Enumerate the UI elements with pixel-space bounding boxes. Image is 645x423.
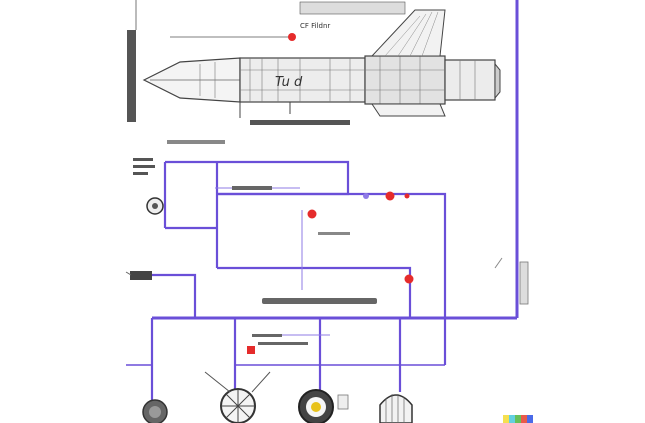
wiring	[126, 160, 517, 404]
rocket-node	[288, 33, 296, 41]
inner-bar	[262, 298, 377, 304]
pipe-bar	[167, 140, 225, 144]
gauge-icon	[146, 197, 164, 215]
red-nodes	[247, 191, 414, 354]
marker-leaf	[494, 257, 503, 269]
dial-icon	[142, 399, 168, 423]
rocket-icon	[142, 9, 501, 125]
left-frame-bar	[127, 30, 136, 122]
fan-icon	[204, 371, 271, 423]
color-swatches	[503, 415, 533, 423]
title-block	[299, 1, 406, 15]
meter-icon	[298, 389, 349, 423]
arrow-mark	[125, 271, 132, 276]
right-connector	[519, 261, 529, 305]
cage-icon	[379, 394, 413, 423]
top-banner-label: CF Fildnr	[300, 22, 330, 30]
text-blocks	[130, 158, 350, 345]
junction-node	[363, 193, 369, 199]
rocket-body-label: Tu d	[275, 75, 303, 90]
